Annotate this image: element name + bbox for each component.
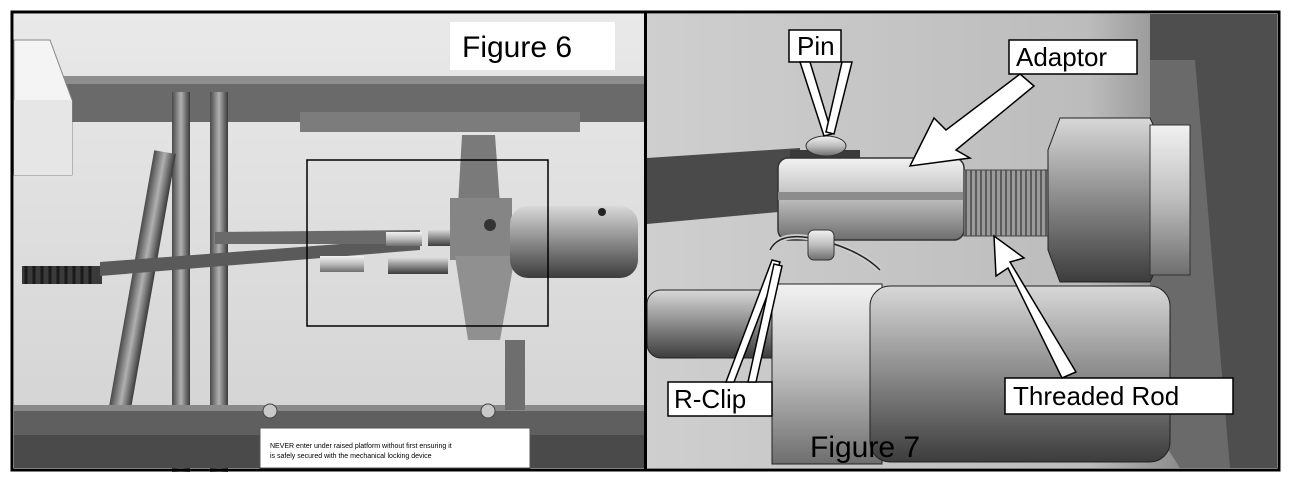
figure-6-caption: Figure 6 [462,31,572,64]
detail-highlight-box [306,159,549,327]
warning-label-line-2: is safely secured with the mechanical lo… [270,453,432,460]
callout-r-clip: R-Clip [674,384,746,414]
figure-7-caption: Figure 7 [810,431,920,464]
callout-adaptor: Adaptor [1016,42,1107,72]
callout-threaded-rod: Threaded Rod [1013,381,1179,411]
callout-pin: Pin [797,31,835,61]
figure-6-panel: NEVER enter under raised platform withou… [13,14,644,472]
figure-7-panel: Pin Adaptor R-Clip Threaded Rod Figure 7 [646,14,1277,468]
warning-label-line-1: NEVER enter under raised platform withou… [270,443,452,450]
